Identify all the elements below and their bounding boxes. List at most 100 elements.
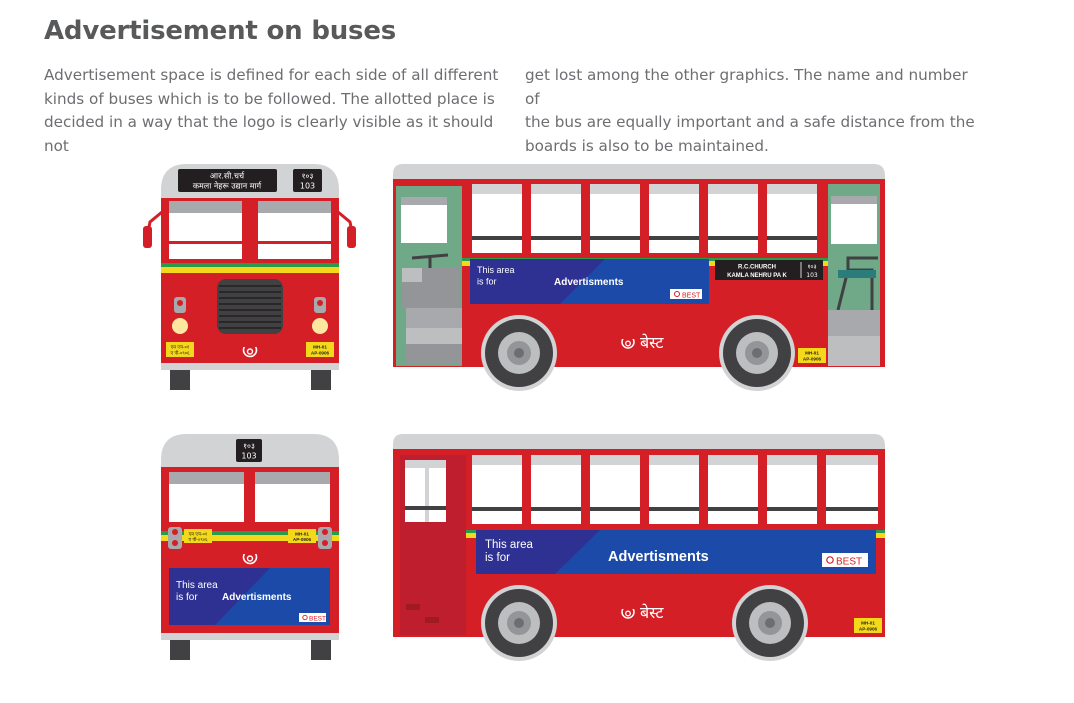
- svg-text:MH-01: MH-01: [313, 345, 327, 350]
- window: [472, 184, 522, 254]
- svg-text:AP-0906: AP-0906: [803, 357, 822, 362]
- window: [708, 184, 758, 253]
- advertisement-panel: This area is for Advertisments BEST: [476, 530, 876, 574]
- paragraph-line: get lost among the other graphics. The n…: [525, 66, 968, 108]
- route-number-text: 103: [300, 182, 315, 191]
- ad-label-line1: This area: [477, 265, 515, 275]
- wheel: [732, 585, 808, 661]
- best-logo-icon: [619, 333, 637, 349]
- bus-rear-view: १०३ 103 एम एच-०१ ए पी-०९०६ MH-01 AP-0906…: [161, 434, 339, 660]
- ad-label-line2: is for: [485, 552, 510, 564]
- bus-side-view-door: This area is for Advertisments BEST R.C.…: [393, 164, 885, 391]
- destination-text: आर.सी.चर्च: [210, 171, 245, 181]
- best-logo-icon: [674, 291, 680, 297]
- svg-text:MH-01: MH-01: [295, 532, 309, 537]
- brand-name: बेस्ट: [640, 603, 664, 622]
- svg-text:R.C.CHURCH: R.C.CHURCH: [738, 265, 776, 271]
- front-wheel-left: [170, 370, 190, 390]
- svg-text:AP-0906: AP-0906: [859, 627, 878, 632]
- best-badge: [822, 553, 868, 567]
- window: [649, 184, 699, 253]
- number-plate: [306, 342, 334, 357]
- svg-text:BEST: BEST: [836, 557, 862, 568]
- stripe-green: [161, 263, 339, 267]
- stripe-yellow: [161, 535, 339, 541]
- route-number-text: १०३: [302, 172, 314, 181]
- destination-board: [178, 169, 277, 192]
- svg-text:१०३: १०३: [243, 442, 255, 451]
- ad-label-line2: is for: [176, 592, 198, 603]
- ad-label-main: Advertisments: [608, 549, 709, 565]
- paragraph-line: kinds of buses which is to be followed. …: [44, 89, 495, 108]
- tail-light-right: [318, 527, 332, 549]
- window: [767, 184, 817, 253]
- route-number-board: [236, 439, 262, 462]
- wheel: [719, 315, 795, 391]
- ad-label-line1: This area: [176, 580, 218, 591]
- svg-text:BEST: BEST: [309, 616, 326, 623]
- bumper: [161, 633, 339, 640]
- svg-text:एम एच-०१: एम एच-०१: [171, 346, 190, 351]
- ad-label-line1: This area: [485, 539, 534, 551]
- advertisement-panel: This area is for Advertisments BEST: [470, 259, 709, 304]
- number-plate-marathi: [166, 342, 194, 357]
- paragraph-line: Advertisement space is defined for each …: [44, 66, 499, 84]
- mirror-right: [347, 226, 356, 248]
- wheel: [481, 315, 557, 391]
- svg-text:AP-0906: AP-0906: [293, 537, 312, 542]
- intro-paragraph-left: Advertisement space is defined for each …: [44, 64, 504, 158]
- stripe-yellow: [161, 267, 339, 273]
- ad-label-main: Advertisments: [554, 277, 624, 288]
- bumper: [161, 363, 339, 370]
- bus-roof: [393, 434, 885, 450]
- stripe-green: [161, 531, 339, 535]
- ad-label-main: Advertisments: [222, 592, 292, 603]
- number-plate: [798, 348, 826, 363]
- paragraph-line: decided in a way that the logo is clearl…: [44, 113, 494, 155]
- best-badge: [670, 289, 702, 299]
- number-plate: [854, 618, 882, 633]
- advertisement-panel: This area is for Advertisments BEST: [169, 568, 330, 625]
- window: [590, 184, 640, 253]
- svg-text:एम एच-०१: एम एच-०१: [189, 533, 208, 538]
- page-title: Advertisement on buses: [44, 16, 397, 46]
- window: [531, 184, 581, 253]
- rear-wheel-right: [311, 640, 331, 660]
- best-logo-icon: [302, 614, 308, 621]
- best-badge: [299, 613, 326, 622]
- best-logo-icon: [826, 556, 834, 564]
- bus-side-view-closed: This area is for Advertisments BEST बेस्…: [393, 434, 885, 661]
- window: [472, 455, 522, 524]
- window-row: [472, 455, 878, 524]
- best-logo-icon: [240, 548, 260, 565]
- svg-text:MH-01: MH-01: [805, 351, 819, 356]
- number-plate-marathi: [184, 529, 212, 543]
- mirror-left: [143, 226, 152, 248]
- bus-roof: [393, 164, 885, 180]
- ad-label-line2: is for: [477, 277, 497, 287]
- number-plate: [288, 529, 316, 543]
- svg-text:103: 103: [806, 272, 818, 279]
- tail-light-left: [168, 527, 182, 549]
- svg-text:103: 103: [241, 452, 256, 461]
- route-number-board: [293, 169, 322, 192]
- wheel: [481, 585, 557, 661]
- window: [531, 455, 581, 524]
- bus-front-view: आर.सी.चर्च कमला नेहरू उद्यान मार्ग १०३ 1…: [143, 164, 356, 390]
- paragraph-line: the bus are equally important and a safe…: [525, 113, 975, 131]
- intro-paragraph-right: get lost among the other graphics. The n…: [525, 64, 975, 158]
- front-wheel-right: [311, 370, 331, 390]
- svg-text:BEST: BEST: [682, 293, 701, 300]
- window: [590, 455, 640, 524]
- window-row: [472, 184, 817, 254]
- window: [826, 455, 878, 524]
- headlight-left: [172, 318, 188, 334]
- window: [708, 455, 758, 524]
- paragraph-line: boards is also to be maintained.: [525, 136, 769, 155]
- side-destination-board: [715, 260, 823, 280]
- destination-text: कमला नेहरू उद्यान मार्ग: [193, 181, 262, 191]
- window: [649, 455, 699, 524]
- svg-text:KAMLA NEHRU PA K: KAMLA NEHRU PA K: [727, 273, 787, 279]
- window: [767, 455, 817, 524]
